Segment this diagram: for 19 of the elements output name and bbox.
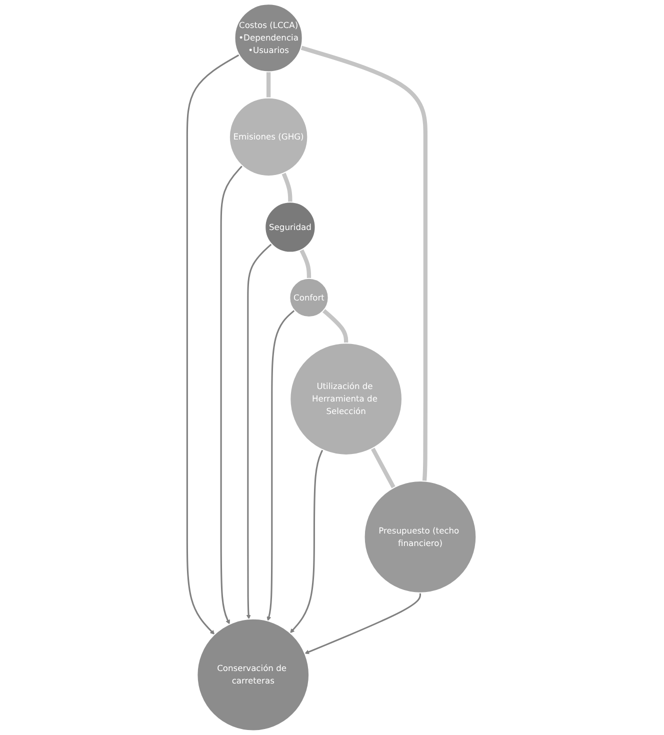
node-circle: Confort [289, 278, 330, 318]
arrow [246, 243, 272, 620]
node-circle: Costos (LCCA) •Dependencia •Usuarios [234, 4, 304, 72]
connector [282, 172, 293, 202]
arrow [220, 165, 244, 624]
connector [300, 46, 428, 482]
arrow [290, 450, 324, 634]
node-circle: Emisiones (GHG) [229, 97, 309, 177]
arrow [304, 592, 422, 654]
node-circle: Presupuesto (techo financiero) [364, 480, 478, 594]
arrow [186, 54, 240, 635]
node-circle: Seguridad [264, 202, 316, 253]
connector [322, 308, 348, 344]
connector [371, 447, 396, 489]
node-circle: Utilización de Herramienta de Selección [290, 342, 403, 456]
arrow [267, 310, 296, 622]
node-circle: Conservación de carreteras [196, 618, 310, 732]
connector [266, 72, 271, 98]
connector [300, 248, 312, 278]
